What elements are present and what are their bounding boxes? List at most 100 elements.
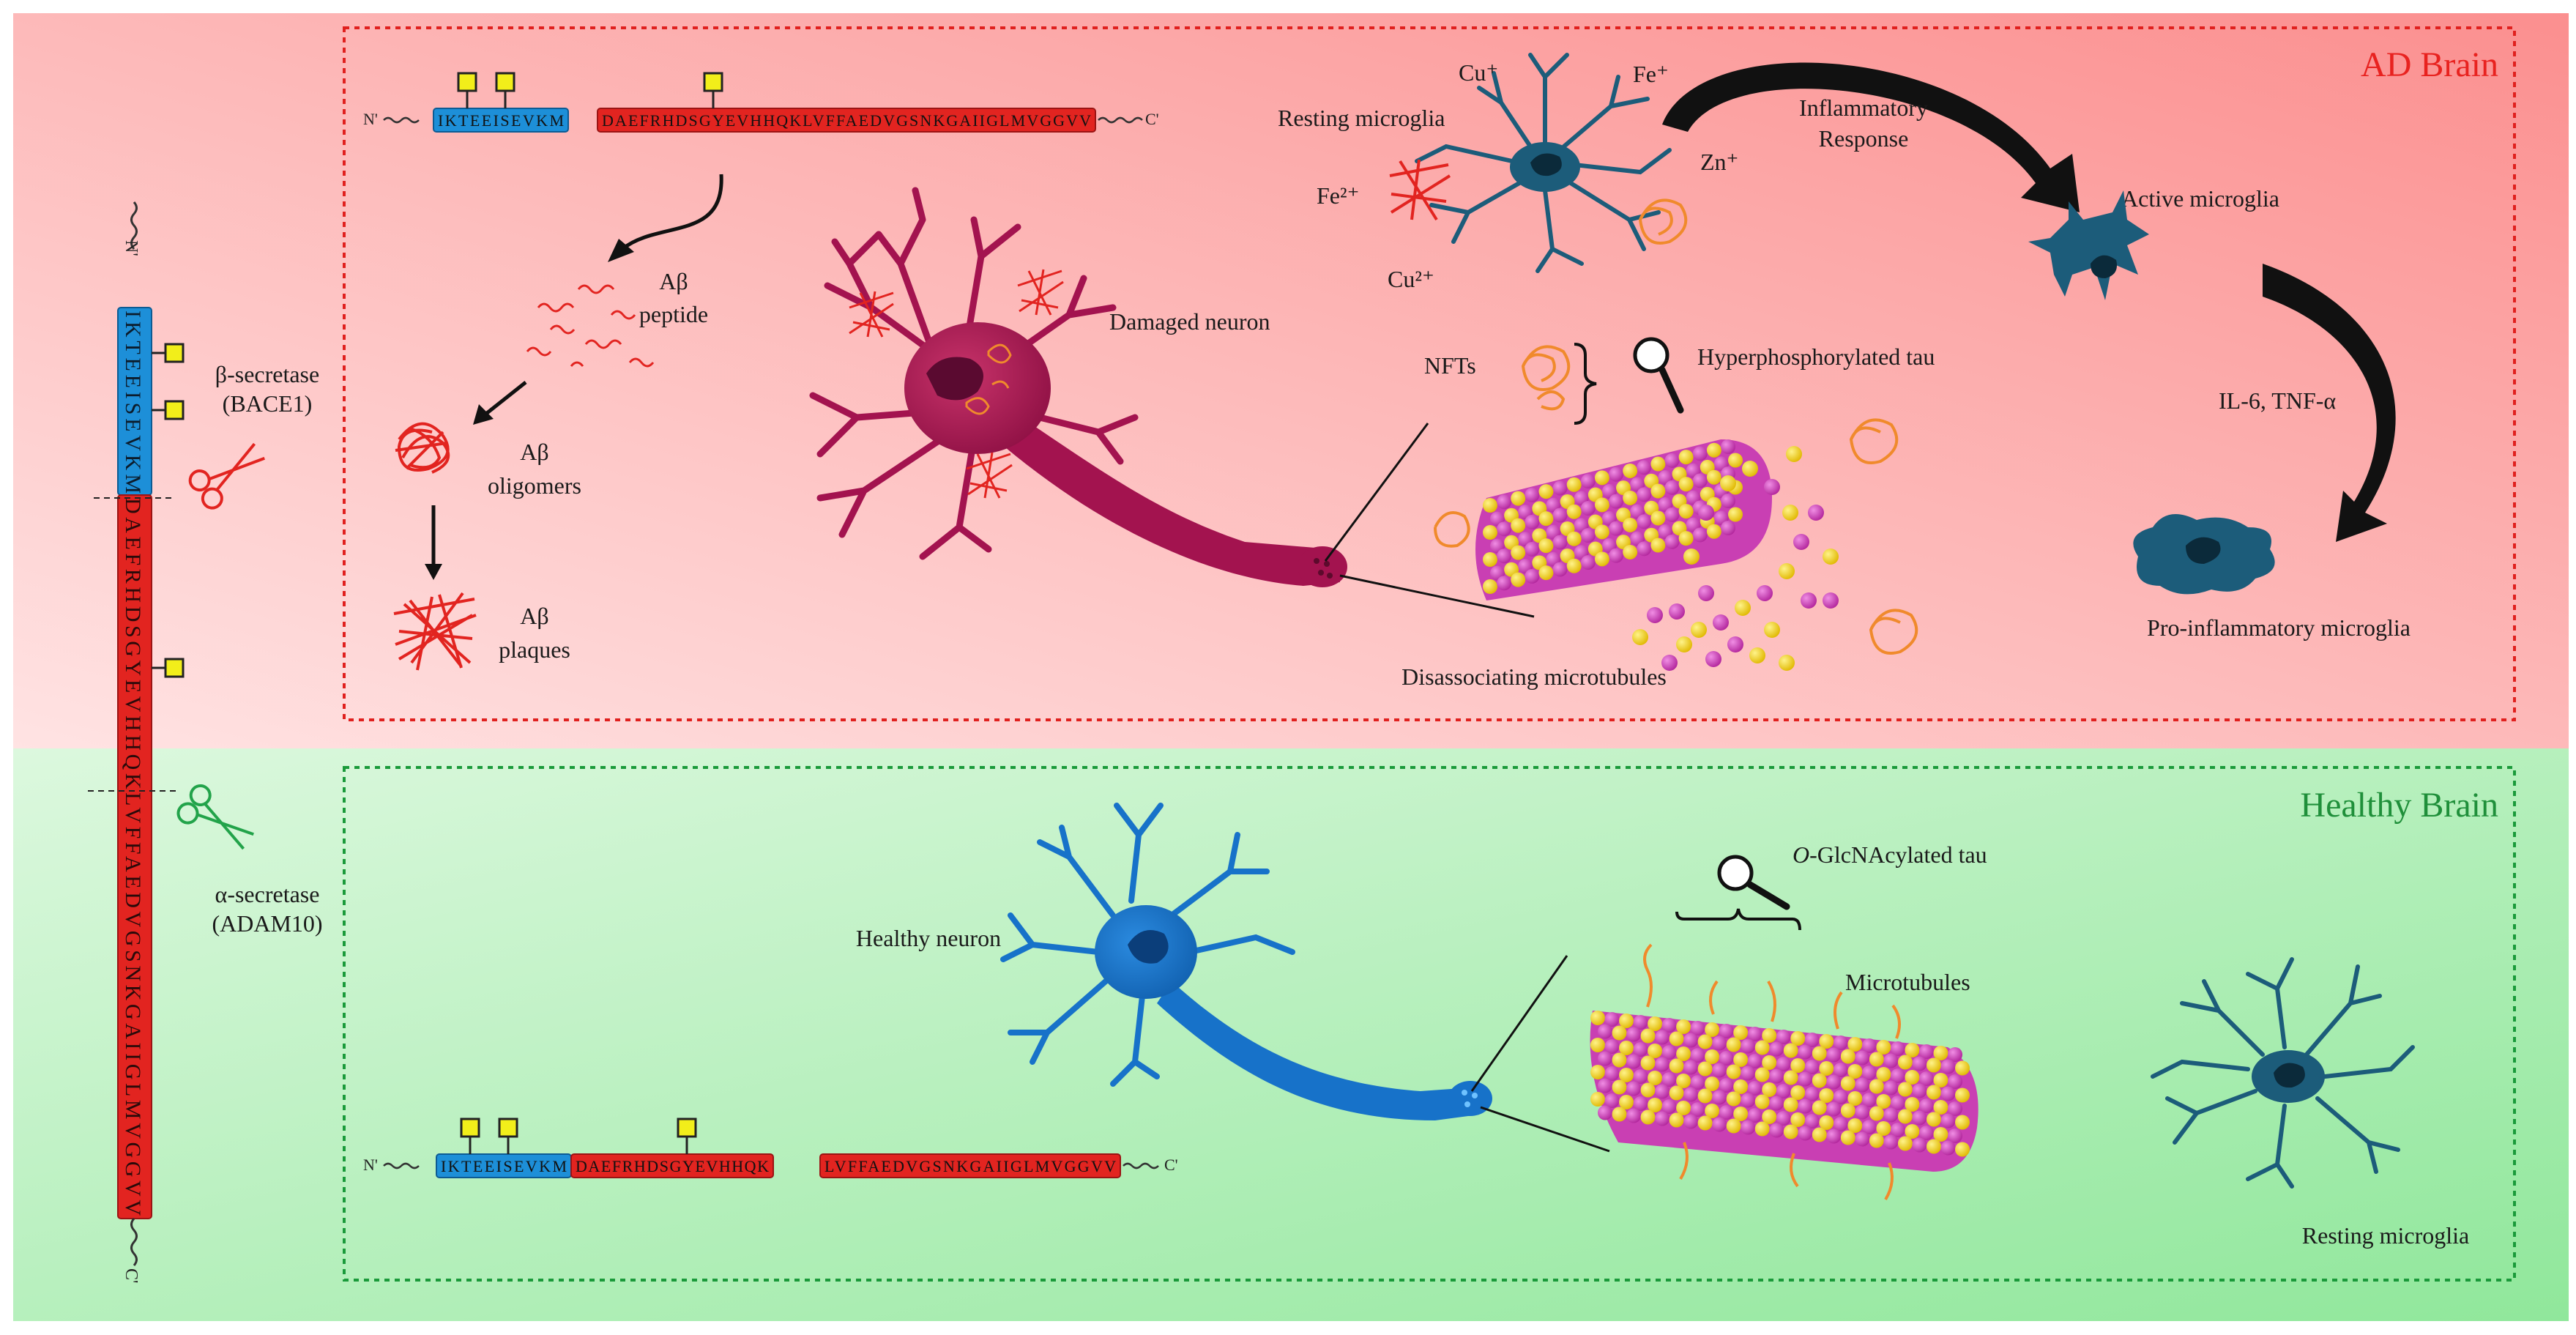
ad-tubulin-bead-pink bbox=[1580, 555, 1596, 570]
abeta-peptide-icon bbox=[526, 284, 655, 368]
ad-tubulin-bead-yellow bbox=[1706, 442, 1721, 458]
loose-tubulin-yellow bbox=[1676, 636, 1692, 652]
active-microglia-nucleus bbox=[2091, 255, 2117, 278]
beta-secretase-label: β-secretase bbox=[215, 361, 319, 387]
damaged-neuron-plaques bbox=[849, 269, 1064, 499]
ad-panel-title: AD Brain bbox=[2361, 45, 2498, 84]
healthy-tubulin-bead-pink bbox=[1918, 1098, 1934, 1113]
healthy-glycan-3 bbox=[677, 1118, 697, 1154]
healthy-tubulin-bead-pink bbox=[1912, 1137, 1927, 1153]
healthy-tubulin-bead-yellow bbox=[1869, 1133, 1884, 1148]
healthy-tubulin-bead-yellow bbox=[1926, 1057, 1941, 1073]
c-terminal-tail bbox=[130, 1218, 138, 1266]
healthy-tubulin-bead-pink bbox=[1655, 1057, 1670, 1072]
healthy-tubulin-bead-pink bbox=[1940, 1059, 1956, 1074]
loose-tubulin-pink bbox=[1764, 479, 1780, 495]
healthy-tubulin-bead-pink bbox=[1598, 1078, 1612, 1093]
oligomer-to-plaque-arrowhead bbox=[425, 564, 442, 580]
healthy-neuron-icon bbox=[1000, 803, 1295, 1087]
peptide-to-oligomer-arrowhead bbox=[473, 404, 494, 425]
healthy-tubulin-bead-yellow bbox=[1812, 1127, 1827, 1142]
active-microglia-icon bbox=[2028, 190, 2149, 300]
ad-sequence: N' IKTEEISEVKM DAEFRHDSGYEVHHQKLVFFAEDVG… bbox=[363, 72, 1159, 133]
beta-secretase-enzyme: (BACE1) bbox=[223, 390, 313, 417]
vertical-red-sequence: DAEFRHDSGYEVHHQKLVFFAEDVGSNKGAIIGLMVGGVV bbox=[121, 498, 145, 1216]
healthy-tubulin-bead-pink bbox=[1855, 1077, 1870, 1093]
loose-tubulin-pink bbox=[1705, 651, 1721, 667]
ad-tubulin-bead-pink bbox=[1609, 494, 1624, 509]
healthy-tubulin-bead-yellow bbox=[1733, 1052, 1749, 1067]
healthy-tubulin-bead-yellow bbox=[1926, 1085, 1941, 1100]
healthy-tubulin-bead-yellow bbox=[1619, 1041, 1634, 1055]
healthy-tubulin-bead-pink bbox=[1747, 1054, 1762, 1068]
healthy-tubulin-bead-yellow bbox=[1697, 1088, 1713, 1104]
healthy-panel-frame bbox=[343, 766, 2516, 1282]
ad-tubulin-bead-yellow bbox=[1594, 551, 1609, 567]
ad-tubulin-bead-yellow bbox=[1728, 507, 1743, 522]
ad-tubulin-bead-yellow bbox=[1678, 450, 1694, 465]
healthy-tubulin-bead-pink bbox=[1948, 1074, 1962, 1089]
ad-tubulin-bead-yellow bbox=[1483, 525, 1497, 540]
oglcnac-tau-label-prefix: O bbox=[1793, 841, 1809, 868]
healthy-tubulin-bead-pink bbox=[1833, 1090, 1848, 1104]
ad-tubulin-bead-pink bbox=[1664, 507, 1680, 522]
loose-tubulin-pink bbox=[1757, 585, 1773, 601]
nft-bracket bbox=[1574, 343, 1597, 425]
ad-tubulin-bead-pink bbox=[1637, 460, 1652, 475]
healthy-tubulin-bead-yellow bbox=[1869, 1079, 1884, 1094]
healthy-tubulin-bead-pink bbox=[1776, 1084, 1791, 1098]
healthy-tubulin-bead-yellow bbox=[1754, 1040, 1770, 1055]
healthy-tubulin-bead-yellow bbox=[1676, 1019, 1691, 1034]
healthy-tubulin-bead-pink bbox=[1683, 1060, 1699, 1075]
healthy-tubulin-bead-pink bbox=[1661, 1072, 1677, 1087]
vertical-n-label: N' bbox=[122, 240, 141, 256]
disassociating-microtubules-label: Disassociating microtubules bbox=[1401, 663, 1667, 690]
abeta-plaque-icon bbox=[393, 592, 477, 671]
ad-tubulin-bead-pink bbox=[1552, 480, 1568, 496]
healthy-panel-title: Healthy Brain bbox=[2300, 786, 2498, 825]
ad-tubulin-bead-yellow bbox=[1678, 531, 1694, 546]
healthy-tubulin-bead-pink bbox=[1948, 1047, 1962, 1062]
healthy-tubulin-bead-yellow bbox=[1897, 1136, 1913, 1151]
healthy-tubulin-bead-yellow bbox=[1790, 1112, 1806, 1127]
healthy-tubulin-bead-yellow bbox=[1762, 1109, 1777, 1124]
healthy-tubulin-bead-pink bbox=[1690, 1075, 1705, 1090]
healthy-tubulin-bead-yellow bbox=[1590, 1092, 1605, 1107]
healthy-tubulin-bead-pink bbox=[1883, 1053, 1899, 1068]
cytokine-label: IL-6, TNF-α bbox=[2219, 387, 2336, 414]
ad-tubulin-bead-yellow bbox=[1511, 518, 1526, 533]
healthy-tubulin-bead-pink bbox=[1798, 1098, 1813, 1114]
loose-tubulin-yellow bbox=[1735, 600, 1751, 616]
healthy-tubulin-bead-pink bbox=[1712, 1117, 1727, 1132]
ad-tubulin-bead-pink bbox=[1637, 487, 1652, 502]
healthy-tubulin-bead-yellow bbox=[1705, 1104, 1720, 1118]
healthy-tubulin-bead-pink bbox=[1804, 1087, 1820, 1101]
healthy-tubulin-bead-yellow bbox=[1812, 1046, 1827, 1061]
healthy-tubulin-bead-yellow bbox=[1705, 1022, 1720, 1037]
healthy-seq-blue-text: IKTEEISEVKM bbox=[441, 1157, 567, 1175]
healthy-tubulin-bead-yellow bbox=[1640, 1055, 1656, 1071]
healthy-tubulin-bead-pink bbox=[1626, 1081, 1642, 1096]
healthy-tubulin-bead-yellow bbox=[1648, 1071, 1663, 1085]
healthy-tubulin-bead-pink bbox=[1598, 1024, 1612, 1039]
healthy-tubulin-bead-pink bbox=[1741, 1093, 1756, 1108]
alpha-secretase-label: α-secretase bbox=[215, 881, 320, 907]
ad-tubulin-bead-pink bbox=[1525, 541, 1540, 557]
healthy-tubulin-bead-yellow bbox=[1726, 1064, 1741, 1079]
damaged-neuron-nucleus bbox=[926, 357, 983, 401]
healthy-tubulin-bead-yellow bbox=[1612, 1079, 1627, 1095]
healthy-tubulin-bead-yellow bbox=[1612, 1107, 1627, 1122]
healthy-tubulin-bead-yellow bbox=[1812, 1100, 1827, 1115]
healthy-tubulin-bead-yellow bbox=[1648, 1044, 1663, 1058]
healthy-tubulin-bead-yellow bbox=[1762, 1055, 1777, 1070]
healthy-tubulin-bead-yellow bbox=[1705, 1076, 1720, 1091]
healthy-tubulin-bead-pink bbox=[1833, 1063, 1848, 1077]
healthy-tubulin-bead-yellow bbox=[1762, 1028, 1777, 1043]
healthy-seq-red-domain-1 bbox=[570, 1153, 774, 1178]
ad-tubulin-bead-yellow bbox=[1483, 552, 1497, 567]
ion-zn-plus: Zn⁺ bbox=[1700, 149, 1738, 175]
ad-panel-frame bbox=[343, 26, 2516, 721]
healthy-tubulin-bead-pink bbox=[1776, 1111, 1791, 1126]
ad-tubulin-bead-pink bbox=[1580, 528, 1596, 543]
ad-tubulin-bead-yellow bbox=[1483, 579, 1497, 594]
